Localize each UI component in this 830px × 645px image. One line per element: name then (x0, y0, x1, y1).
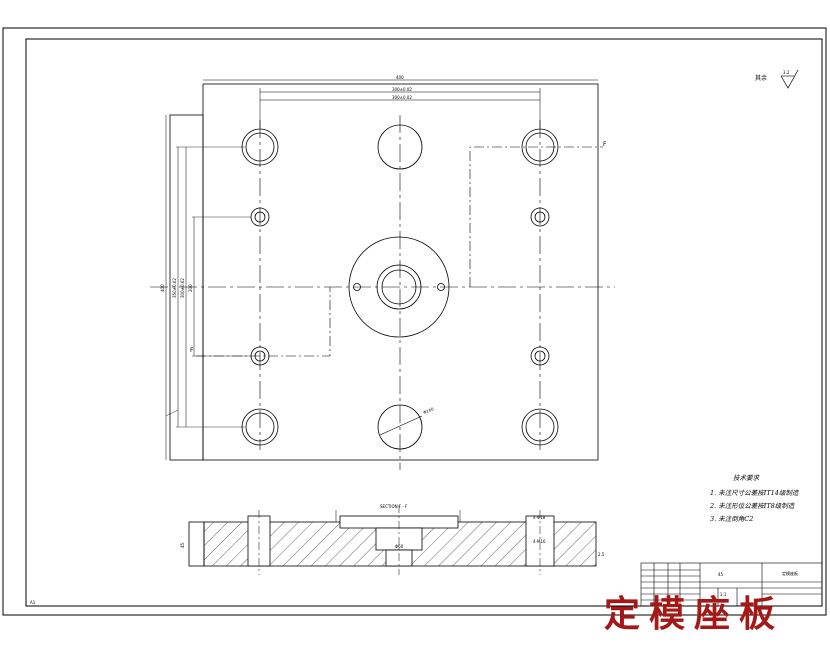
svg-text:300±0.02: 300±0.02 (180, 278, 185, 298)
svg-text:技术要求: 技术要求 (733, 474, 761, 482)
svg-text:3.2: 3.2 (783, 70, 790, 75)
svg-text:4-M16: 4-M16 (533, 539, 546, 544)
svg-text:Φ60: Φ60 (395, 544, 404, 549)
guide-hole-bottom-right (521, 408, 559, 446)
svg-text:F: F (190, 347, 194, 354)
title-block-text: 45 定模座板 1:1 (718, 570, 798, 597)
section-dimensions: 45 4-Φ18 4-M16 Φ60 2.5 A1 (30, 515, 605, 605)
svg-text:300±0.02: 300±0.02 (392, 95, 412, 100)
plan-dimensions: 400 300±0.02 300±0.02 400 350±0.02 300±0… (160, 75, 607, 415)
svg-text:2. 未注形位公差按IT8级制造: 2. 未注形位公差按IT8级制造 (709, 502, 796, 510)
svg-text:1. 未注尺寸公差按IT14级制造: 1. 未注尺寸公差按IT14级制造 (710, 489, 800, 497)
svg-text:4-Φ18: 4-Φ18 (533, 515, 546, 520)
plate-outline-left-flange (169, 114, 204, 461)
svg-text:A1: A1 (30, 600, 36, 605)
section-cut-line (196, 146, 603, 357)
svg-text:45: 45 (180, 542, 185, 548)
plate-outline (202, 83, 599, 461)
sprue-bush-hole (376, 264, 422, 310)
section-view: SECTION F - F (188, 504, 597, 575)
svg-text:45: 45 (718, 572, 724, 577)
center-hole-bottom (377, 404, 423, 450)
inner-border (25, 38, 823, 607)
svg-text:1:1: 1:1 (720, 592, 727, 597)
svg-text:2.5: 2.5 (598, 552, 605, 557)
screw-hole-4 (530, 346, 550, 366)
svg-text:400: 400 (160, 284, 165, 292)
svg-text:3. 未注倒角C2: 3. 未注倒角C2 (710, 515, 753, 523)
svg-text:Φ160: Φ160 (423, 406, 435, 415)
svg-text:350±0.02: 350±0.02 (172, 278, 177, 298)
locating-ring (348, 236, 450, 338)
watermark-stamp: 定模座板 (604, 593, 785, 635)
outer-border (2, 27, 827, 616)
svg-text:其余: 其余 (755, 74, 767, 82)
tech-requirements: 技术要求 1. 未注尺寸公差按IT14级制造 2. 未注形位公差按IT8级制造 … (709, 474, 800, 523)
plan-view (150, 79, 615, 470)
title-block (640, 562, 823, 607)
svg-text:SECTION F - F: SECTION F - F (380, 504, 408, 509)
guide-hole-top-right (521, 128, 559, 166)
roughness-note: 其余 3.2 (755, 69, 799, 89)
svg-text:F: F (603, 141, 607, 148)
svg-text:300±0.02: 300±0.02 (392, 87, 412, 92)
center-hole-top (377, 124, 423, 170)
svg-text:200: 200 (188, 284, 193, 292)
screw-hole-2 (530, 207, 550, 227)
svg-text:400: 400 (396, 75, 404, 80)
svg-text:定模座板: 定模座板 (782, 570, 798, 576)
